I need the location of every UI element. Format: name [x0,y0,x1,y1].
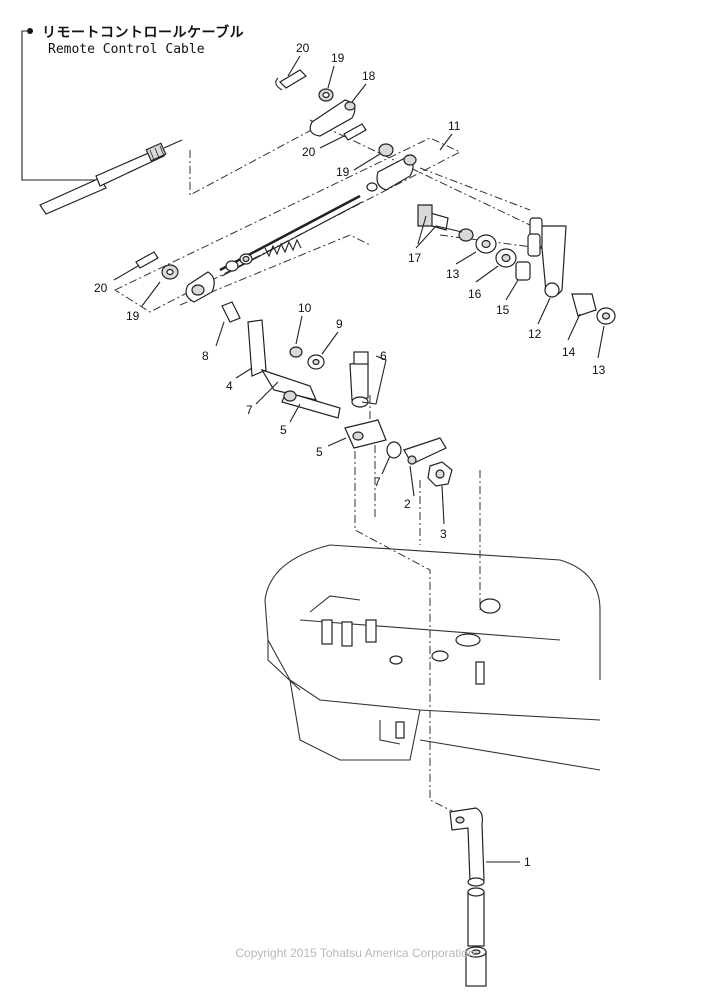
callout-5-upper: 5 [280,423,287,437]
callout-20-mid: 20 [302,145,316,159]
callout-13-lower: 13 [592,363,606,377]
callout-4: 4 [226,379,233,393]
callout-19-top: 19 [331,51,345,65]
callout-7-lower: 7 [374,475,381,489]
callout-10: 10 [298,301,312,315]
callout-3: 3 [440,527,447,541]
callout-12: 12 [528,327,542,341]
callout-2: 2 [404,497,411,511]
callout-14: 14 [562,345,576,359]
callout-11: 11 [448,119,461,133]
callout-18: 18 [362,69,376,83]
callout-numbers: 20 19 18 11 20 19 17 13 16 15 12 14 13 2… [94,41,606,869]
callout-13-upper: 13 [446,267,460,281]
callout-9: 9 [336,317,343,331]
link-rod-assembly [185,154,417,303]
diagram-title-japanese: リモートコントロールケーブル [42,25,245,41]
assembly-guide-lines [113,119,556,821]
upper-joint-parts [135,69,394,280]
callout-20-top: 20 [296,41,310,55]
callout-5-lower: 5 [316,445,323,459]
callout-16: 16 [468,287,482,301]
bracket-assembly [221,301,453,487]
callout-17: 17 [408,251,422,265]
diagram-title-english: Remote Control Cable [48,42,205,57]
shaft-part-1 [449,807,487,987]
callout-19-left: 19 [126,309,140,323]
callout-20-left: 20 [94,281,108,295]
callout-leaders [113,55,605,863]
callout-6: 6 [380,349,387,363]
remote-control-cable [21,28,183,215]
throttle-lever-parts [417,204,616,325]
callout-19-mid: 19 [336,165,350,179]
callout-15: 15 [496,303,510,317]
copyright-notice: Copyright 2015 Tohatsu America Corporati… [235,946,475,960]
callout-1: 1 [524,855,531,869]
callout-7-upper: 7 [246,403,253,417]
engine-housing [264,544,601,771]
callout-8: 8 [202,349,209,363]
